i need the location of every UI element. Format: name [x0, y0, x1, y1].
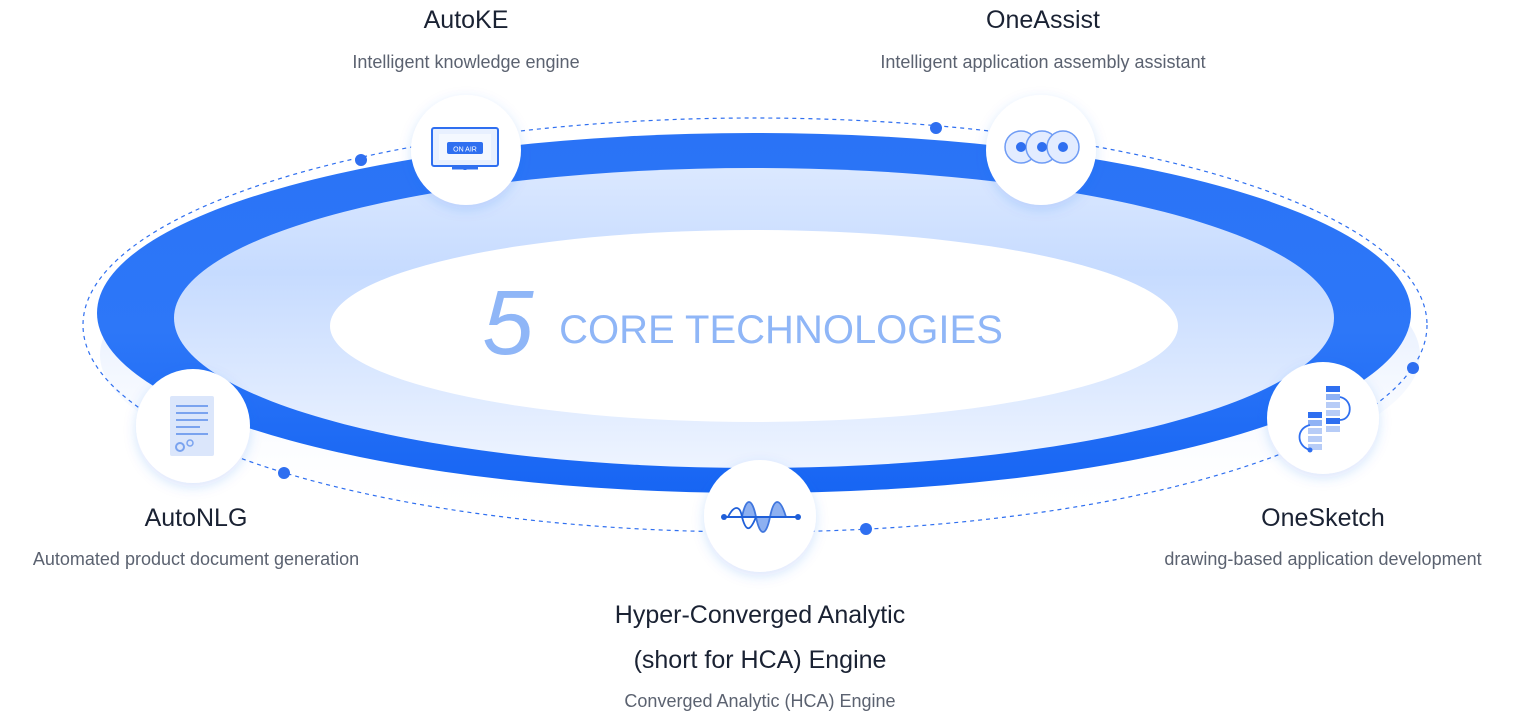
assistant-circles-icon	[1004, 130, 1080, 164]
autoke-title: AutoKE	[423, 6, 509, 34]
hca-title-line2: (short for HCA) Engine	[633, 646, 887, 674]
monitor-badge-text: ON AIR	[453, 147, 477, 154]
orbit-dot	[355, 154, 367, 166]
oneassist-title: OneAssist	[986, 6, 1100, 34]
sketch-bars-icon	[1298, 386, 1351, 453]
orbit-dot	[278, 467, 290, 479]
autonlg-label: AutoNLG Automated product document gener…	[0, 503, 392, 571]
orbit-dot	[930, 122, 942, 134]
autonlg-title: AutoNLG	[144, 504, 248, 532]
autoke-label: AutoKE Intelligent knowledge engine	[316, 5, 616, 74]
core-center-disc	[330, 230, 1178, 422]
waveform-icon	[721, 501, 801, 533]
node-hca[interactable]	[704, 460, 816, 572]
center-heading: CORE TECHNOLOGIES	[559, 308, 1003, 352]
onesketch-subtitle: drawing-based application development	[1164, 549, 1482, 569]
hca-subtitle: Converged Analytic (HCA) Engine	[624, 691, 896, 711]
node-autonlg[interactable]	[136, 369, 250, 483]
autoke-subtitle: Intelligent knowledge engine	[352, 52, 580, 72]
orbit-dot	[1407, 362, 1419, 374]
onesketch-title: OneSketch	[1261, 504, 1385, 532]
node-autoke[interactable]: ON AIR	[411, 95, 521, 205]
node-oneassist[interactable]	[986, 95, 1096, 205]
node-onesketch[interactable]	[1267, 362, 1379, 474]
hca-title-line1: Hyper-Converged Analytic	[614, 601, 906, 629]
hca-label: Hyper-Converged Analytic (short for HCA)…	[560, 600, 960, 713]
onesketch-label: OneSketch drawing-based application deve…	[1128, 503, 1518, 571]
center-number: 5	[482, 272, 534, 374]
orbit-dot	[860, 523, 872, 535]
document-gear-icon	[170, 396, 214, 456]
oneassist-subtitle: Intelligent application assembly assista…	[880, 52, 1206, 72]
oneassist-label: OneAssist Intelligent application assemb…	[843, 5, 1243, 74]
monitor-icon	[431, 127, 499, 170]
autonlg-subtitle: Automated product document generation	[32, 549, 360, 569]
